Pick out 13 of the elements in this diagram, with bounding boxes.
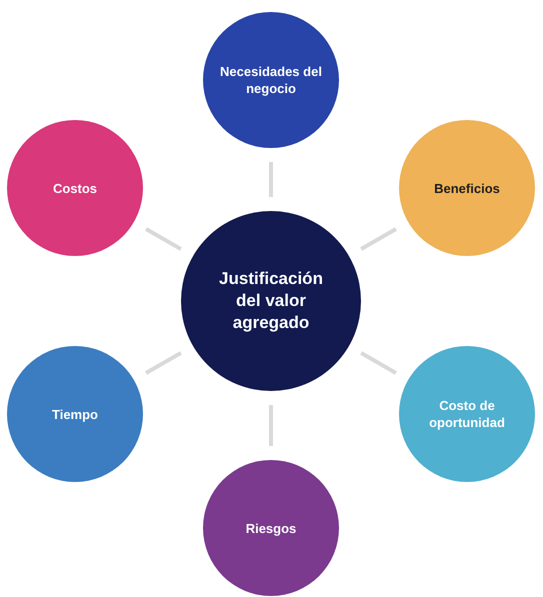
node-label: Tiempo [51, 406, 99, 422]
connector-line [145, 351, 182, 375]
connector-line [269, 405, 273, 446]
connector-line [269, 162, 273, 197]
connector-line [145, 227, 182, 251]
connector-line [360, 351, 397, 375]
node-label: Riesgos [244, 520, 298, 536]
node-label: Necesidades del negocio [219, 63, 323, 97]
node-label: Costo de oportunidad [428, 397, 506, 431]
node-label: Justificación del valor agregado [218, 268, 324, 334]
connector-line [360, 227, 397, 251]
node-label: Beneficios [433, 180, 501, 196]
node-label: Costos [52, 180, 98, 196]
